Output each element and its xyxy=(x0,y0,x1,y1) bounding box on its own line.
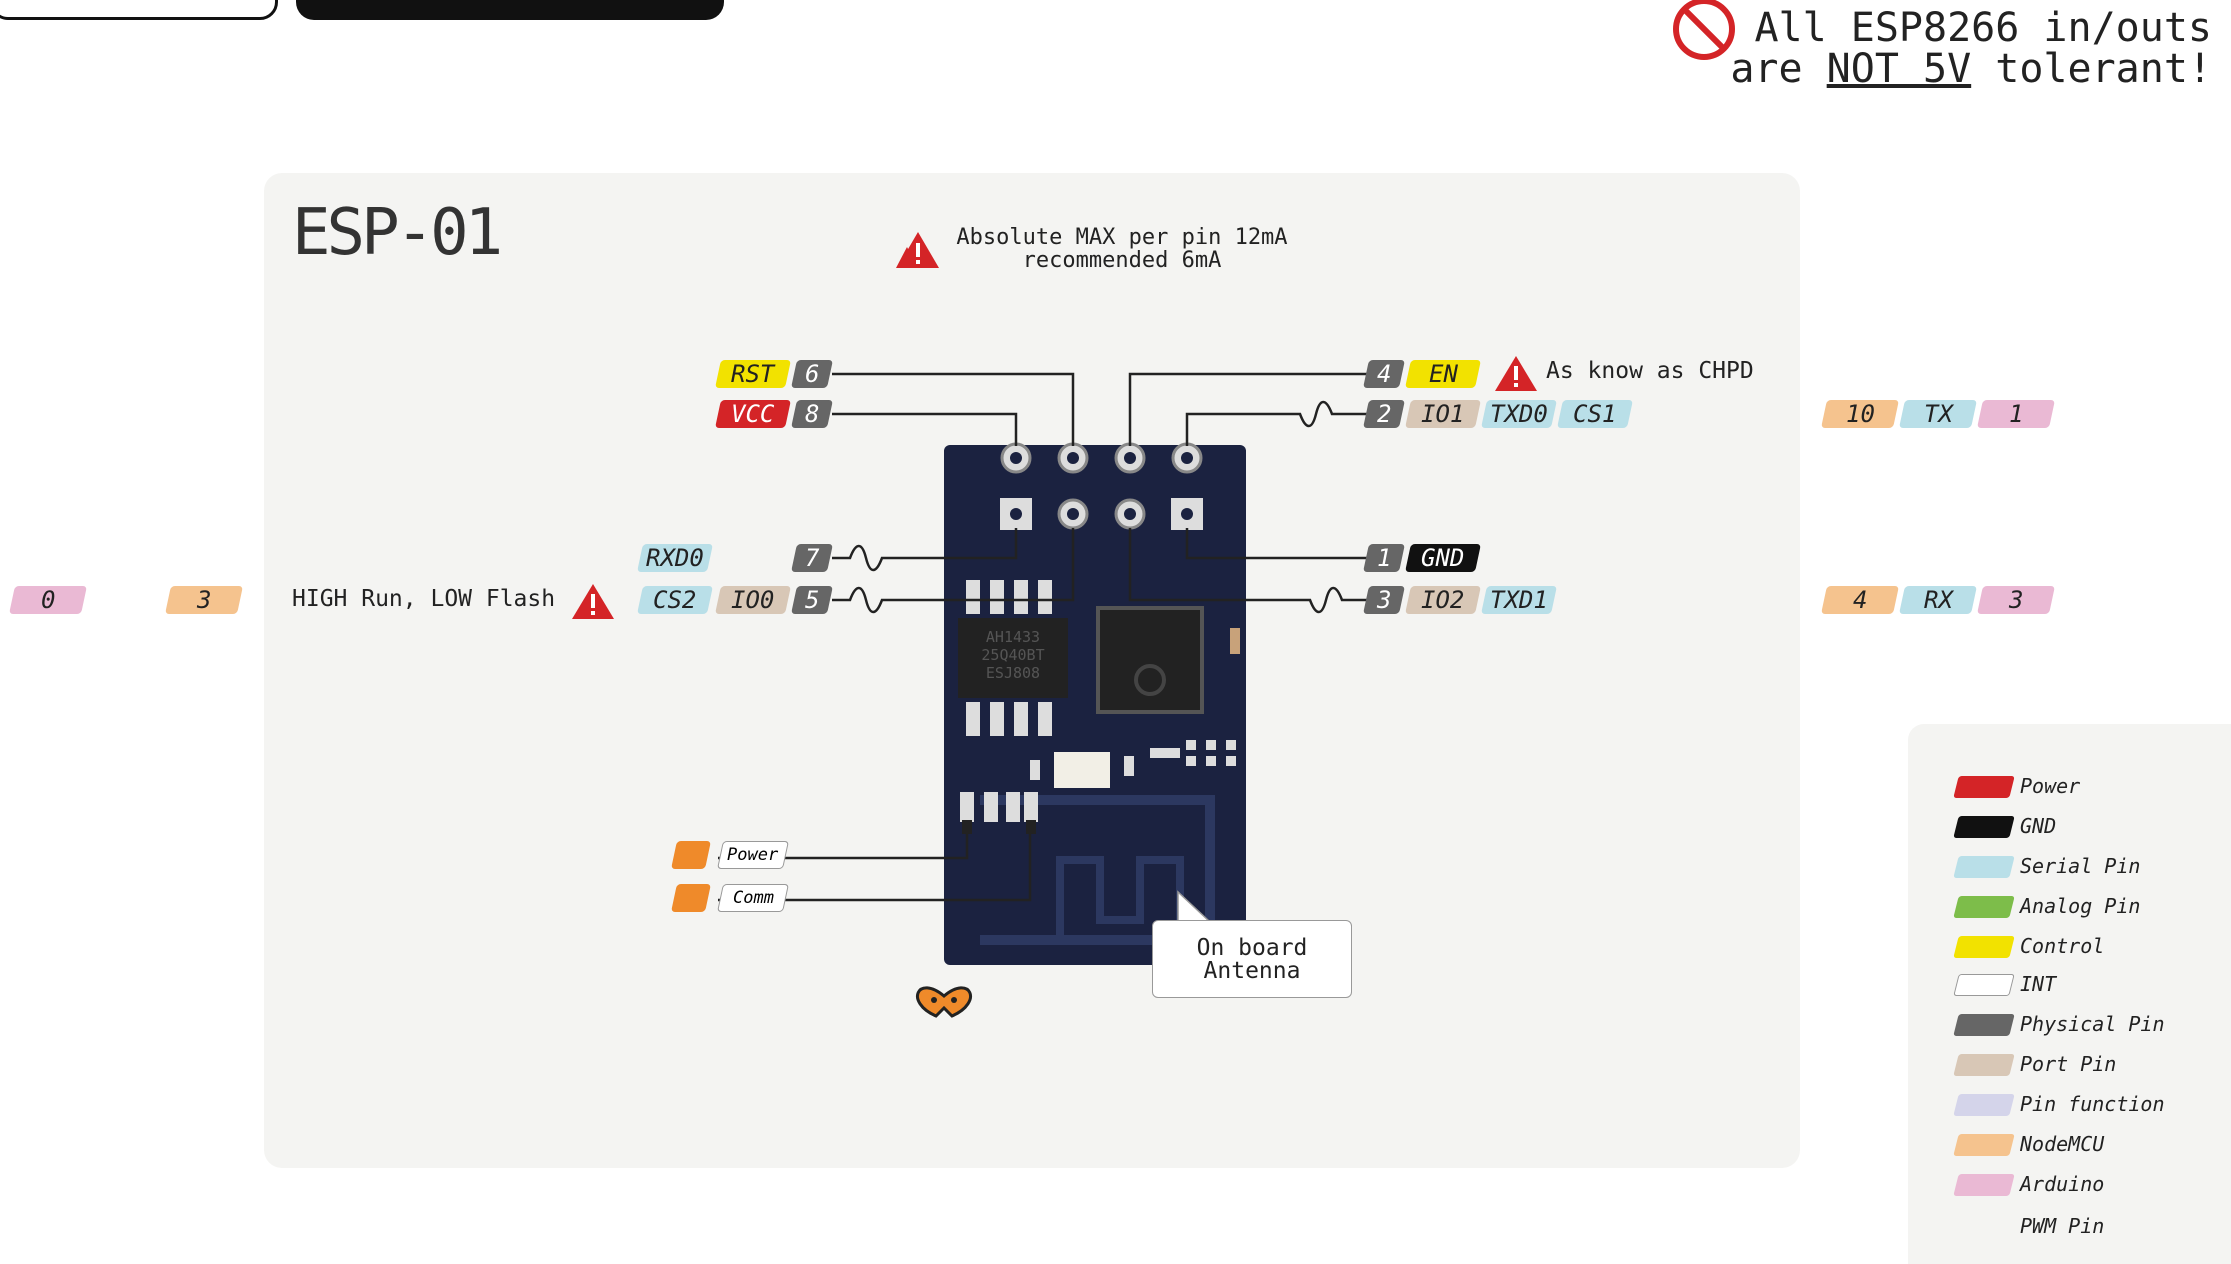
pin-rst-name: RST xyxy=(715,360,791,388)
pin-io0-cs2: CS2 xyxy=(637,586,713,614)
abs-max-note: Absolute MAX per pin 12mA recommended 6m… xyxy=(956,225,1288,273)
legend-swatch xyxy=(1953,1134,2015,1156)
legend-label: NodeMCU xyxy=(2020,1132,2105,1156)
pin-io0-phys: 5 xyxy=(791,586,833,614)
legend-swatch xyxy=(1953,1014,2015,1036)
io0-arduino: 0 xyxy=(9,586,87,614)
pin-gnd-name: GND xyxy=(1405,544,1481,572)
led-comm-label: Comm xyxy=(717,884,789,912)
legend-swatch xyxy=(1953,816,2015,838)
io0-nodemcu: 3 xyxy=(165,586,243,614)
legend-swatch xyxy=(1953,896,2015,918)
legend-label: GND xyxy=(2020,814,2057,838)
legend-label: PWM Pin xyxy=(2020,1214,2105,1238)
led-power-label: Power xyxy=(717,841,789,869)
legend-label: Pin function xyxy=(2020,1092,2165,1116)
pin-vcc-phys: 8 xyxy=(791,400,833,428)
pin-rxd0-phys: 7 xyxy=(791,544,833,572)
board-title: ESP-01 xyxy=(292,196,503,270)
top-tab-filled[interactable] xyxy=(296,0,724,20)
pin-io0-port: IO0 xyxy=(715,586,791,614)
pin-io2-port: IO2 xyxy=(1405,586,1481,614)
flash-chip-text: AH1433 25Q40BT ESJ808 xyxy=(981,628,1045,682)
high-run-note: HIGH Run, LOW Flash xyxy=(292,586,556,612)
legend-swatch xyxy=(1953,974,2015,996)
rx-nodemcu: 4 xyxy=(1821,586,1899,614)
prohibited-icon xyxy=(1673,0,1735,60)
pin-io2-txd1: TXD1 xyxy=(1481,586,1557,614)
pin-en-name: EN xyxy=(1405,360,1481,388)
legend-label: Analog Pin xyxy=(2020,894,2141,918)
legend-swatch xyxy=(1953,1054,2015,1076)
pcb-board xyxy=(944,445,1246,965)
pin-io1-port: IO1 xyxy=(1405,400,1481,428)
led-icon-power xyxy=(671,841,711,869)
tx-arduino: 1 xyxy=(1977,400,2055,428)
led-icon-comm xyxy=(671,884,711,912)
pin-io2-phys: 3 xyxy=(1363,586,1405,614)
legend-swatch xyxy=(1953,856,2015,878)
antenna-callout: On board Antenna xyxy=(1152,920,1352,998)
legend-swatch xyxy=(1953,1094,2015,1116)
5v-warning-text: All ESP8266 in/outs are NOT 5V tolerant! xyxy=(1730,5,2212,92)
legend-label: INT xyxy=(2020,972,2057,996)
legend-label: Serial Pin xyxy=(2020,854,2141,878)
flash-chip xyxy=(958,618,1068,698)
legend-label: Physical Pin xyxy=(2020,1012,2165,1036)
legend-label: Control xyxy=(2020,934,2105,958)
pin-en-phys: 4 xyxy=(1363,360,1405,388)
legend-swatch xyxy=(1953,1174,2015,1196)
tx-label: TX xyxy=(1899,400,1977,428)
pin-vcc-name: VCC xyxy=(715,400,791,428)
warning-triangle-icon-chpd xyxy=(1495,356,1537,391)
pin-rst-phys: 6 xyxy=(791,360,833,388)
rx-arduino: 3 xyxy=(1977,586,2055,614)
legend-label: Port Pin xyxy=(2020,1052,2117,1076)
warning-triangle-icon-io0 xyxy=(572,584,614,619)
chpd-note: As know as CHPD xyxy=(1546,358,1754,384)
tx-nodemcu: 10 xyxy=(1821,400,1899,428)
pin-rxd0-ser: RXD0 xyxy=(637,544,713,572)
legend-label: Power xyxy=(2020,774,2081,798)
warning-triangle-icon-absmax xyxy=(897,232,939,268)
pin-io1-txd0: TXD0 xyxy=(1481,400,1557,428)
legend-swatch xyxy=(1953,776,2015,798)
esp8266-chip xyxy=(1096,606,1204,714)
legend-label: Arduino xyxy=(2020,1172,2105,1196)
legend-swatch xyxy=(1953,936,2015,958)
rx-label: RX xyxy=(1899,586,1977,614)
pin-gnd-phys: 1 xyxy=(1363,544,1405,572)
logo-icon xyxy=(916,986,972,1018)
pin-io1-phys: 2 xyxy=(1363,400,1405,428)
pin-io1-cs1: CS1 xyxy=(1557,400,1633,428)
